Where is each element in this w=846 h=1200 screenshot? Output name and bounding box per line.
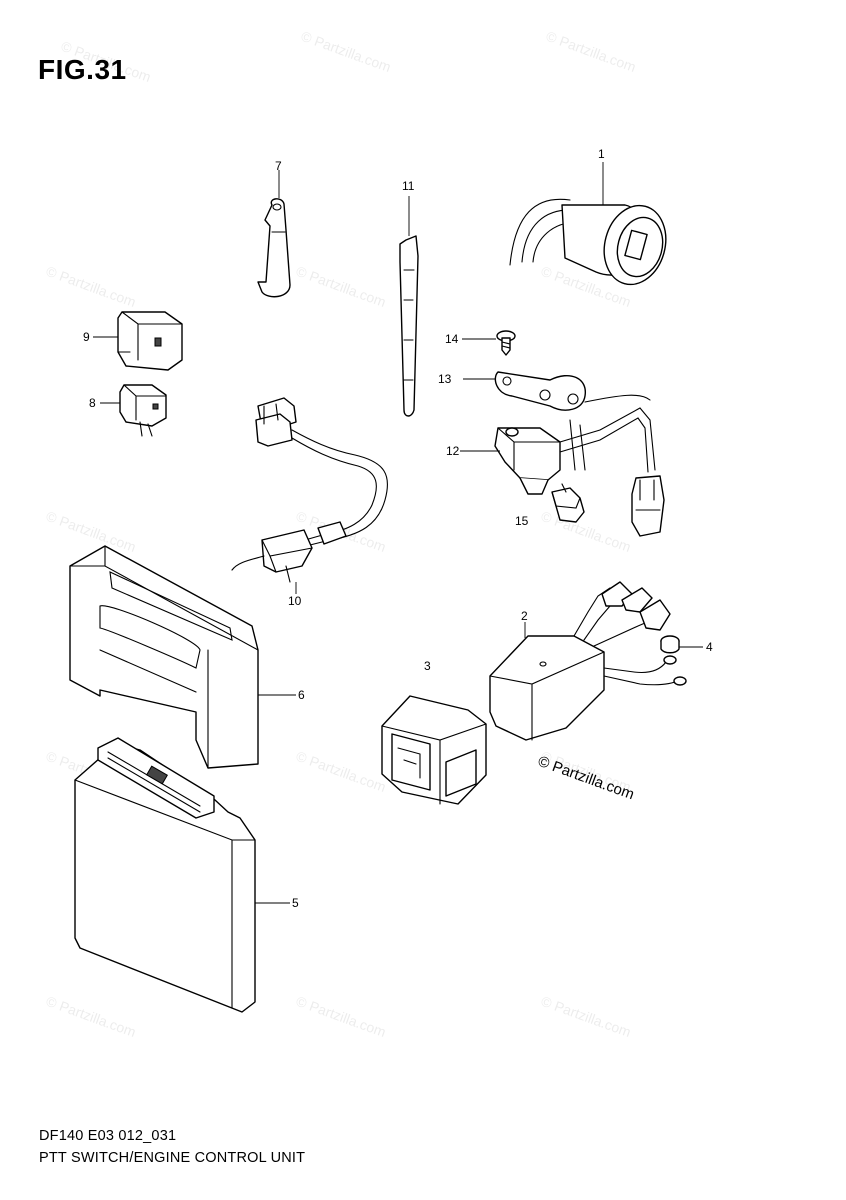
part-8-relay — [100, 384, 167, 437]
part-14-screw — [462, 330, 516, 356]
watermark: © Partzilla.com — [59, 38, 153, 85]
callout-9: 9 — [83, 330, 90, 344]
part-15-clip — [551, 483, 585, 523]
footer-diagram-code: DF140 E03 012_031 — [39, 1128, 177, 1144]
part-7-clip — [257, 170, 291, 298]
callout-12: 12 — [446, 444, 460, 458]
watermark: © Partzilla.com — [544, 28, 638, 75]
callout-11: 11 — [402, 179, 415, 193]
watermark: © Partzilla.com — [539, 993, 633, 1040]
figure-title: FIG.31 — [38, 54, 127, 85]
watermark: © Partzilla.com — [44, 508, 138, 555]
callout-10: 10 — [288, 594, 302, 608]
part-1-ptt-switch — [509, 162, 667, 286]
callout-6: 6 — [298, 688, 305, 702]
watermark: © Partzilla.com — [44, 993, 138, 1040]
part-3-plug-cover — [381, 695, 487, 805]
watermark: © Partzilla.com — [294, 263, 388, 310]
callout-4: 4 — [706, 640, 713, 654]
callout-14: 14 — [445, 332, 459, 346]
callout-15: 15 — [515, 514, 529, 528]
part-2-junction-box — [489, 581, 687, 741]
part-11-cable-tie — [399, 196, 419, 417]
callout-7: 7 — [275, 159, 282, 173]
footer-diagram-title: PTT SWITCH/ENGINE CONTROL UNIT — [39, 1150, 306, 1166]
watermark: © Partzilla.com — [294, 748, 388, 795]
part-4-cap — [660, 635, 703, 654]
part-10-wiring-harness — [231, 397, 389, 594]
watermark: © Partzilla.com — [294, 993, 388, 1040]
watermark: © Partzilla.com — [539, 508, 633, 555]
callout-5: 5 — [292, 896, 299, 910]
part-13-bracket — [463, 371, 586, 411]
watermark: © Partzilla.com — [44, 263, 138, 310]
callout-8: 8 — [89, 396, 96, 410]
callout-1: 1 — [598, 147, 605, 161]
watermark: © Partzilla.com — [299, 28, 393, 75]
part-9-relay — [93, 311, 183, 371]
part-12-ptt-sensor — [460, 394, 665, 537]
callout-3: 3 — [424, 659, 431, 673]
part-5-engine-control-unit — [74, 737, 290, 1013]
part-6-cover — [69, 545, 296, 769]
callout-2: 2 — [521, 609, 528, 623]
callout-labels: 1 2 3 4 5 6 7 8 9 10 11 12 13 14 15 — [83, 147, 713, 910]
callout-13: 13 — [438, 372, 452, 386]
